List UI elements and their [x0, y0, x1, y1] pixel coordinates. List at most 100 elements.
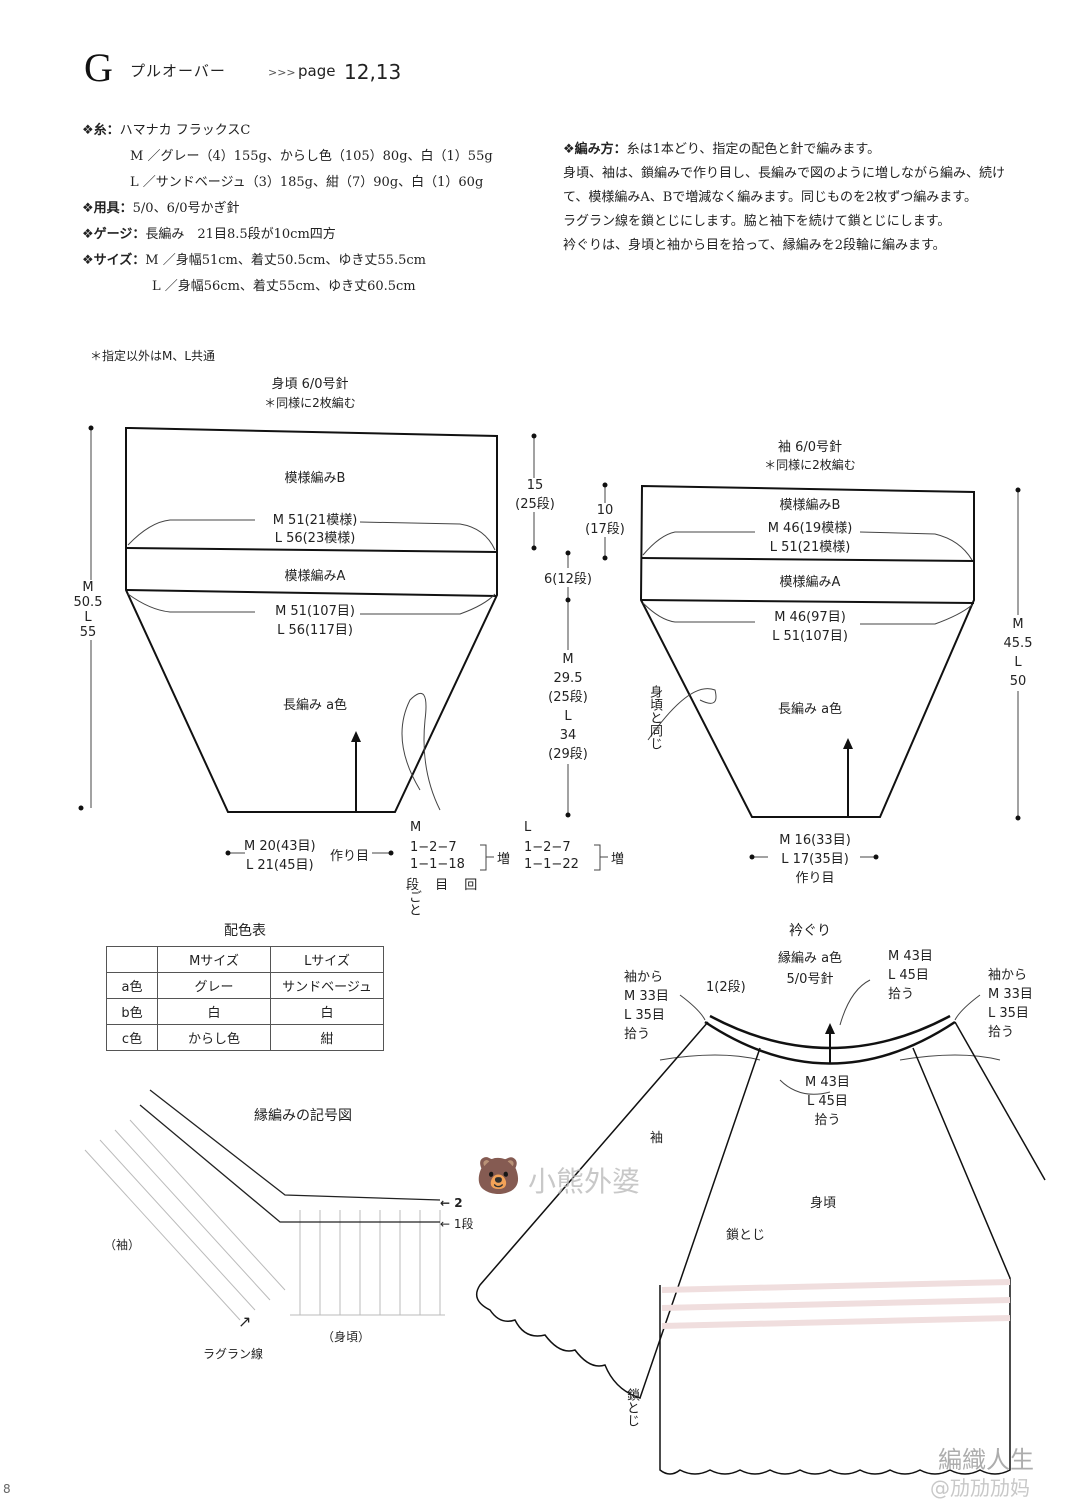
yarn-value: ハマナカ フラックスC — [119, 123, 251, 138]
gauge-value: 長編み 21目8.5段が10cm四方 — [145, 227, 336, 242]
page-ref-numbers: 12,13 — [344, 60, 402, 84]
inc-l-label: L — [524, 820, 532, 835]
top-pick: 拾う — [888, 987, 915, 1002]
main-m-label: M — [562, 652, 574, 667]
cell: からし色 — [157, 1024, 271, 1051]
header-cell: Mサイズ — [157, 946, 271, 973]
color-table: Mサイズ Lサイズ a色 グレー サンドベージュ b色 白 白 c色 からし色 … — [106, 946, 384, 1051]
section-letter: G — [84, 45, 113, 90]
sleeve-pattern-b: 模様編みB — [779, 498, 841, 513]
body-height: M 50.5 L 55 — [66, 580, 110, 640]
cell: b色 — [106, 998, 158, 1025]
yarn-label: ❖糸： — [82, 123, 120, 138]
sleeve-b-height-rows: (17段) — [585, 522, 625, 537]
page-ref-prefix: >>> — [268, 66, 296, 79]
cell: 白 — [270, 998, 384, 1025]
edging-row-1: ← 1段 — [440, 1217, 474, 1231]
brand-watermark: 編織人生 — [938, 1446, 1034, 1474]
b-height-cm: 15 — [526, 478, 544, 493]
neckline-bottom: M 43目 L 45目 拾う — [805, 1073, 850, 1130]
method-p1: 身頃、袖は、鎖編みで作り目し、長編みで図のように増しながら編み、続けて、模様編み… — [563, 166, 1006, 205]
body-b-width-m: M 51(21模様) — [272, 513, 358, 528]
bear-icon: 🐻 — [476, 1156, 521, 1197]
cell: 白 — [157, 998, 271, 1025]
neckline-rows: 1(2段) — [706, 980, 746, 995]
left-from: 袖から — [624, 970, 664, 985]
color-table-title: 配色表 — [224, 923, 266, 939]
main-m: 29.5 — [553, 671, 583, 686]
sleeve-height-l-label: L — [1014, 655, 1022, 670]
body-height-l-label: L — [84, 610, 92, 625]
seam-label: 鎖とじ — [726, 1228, 766, 1243]
bottom-m: M 43目 — [805, 1075, 850, 1090]
tools-value: 5/0、6/0号かぎ針 — [132, 201, 240, 216]
body-a-width-l: L 56(117目) — [277, 623, 353, 638]
main-l: 34 — [559, 728, 577, 743]
right-m: M 33目 — [988, 987, 1033, 1002]
neckline-right: 袖から M 33目 L 35目 拾う — [988, 966, 1033, 1042]
body-main-stitch: 長編み a色 — [282, 698, 348, 713]
sleeve-height-m-label: M — [1012, 617, 1024, 632]
body-pattern-b: 模様編みB — [284, 471, 346, 486]
inc-l-increase: 増 — [611, 852, 625, 867]
gauge-row: ❖ゲージ：長編み 21目8.5段が10cm四方 — [82, 222, 493, 248]
size-row: ❖サイズ：M ／身幅51cm、着丈50.5cm、ゆき丈55.5cm — [82, 248, 493, 274]
body-title: 身頃 6/0号針 — [271, 377, 349, 392]
raglan-label: ラグラン線 — [203, 1347, 264, 1361]
method-intro: 糸は1本どり、指定の配色と針で編みます。 — [626, 142, 881, 157]
page-ref-label: page — [298, 62, 336, 80]
gauge-label: ❖ゲージ： — [82, 227, 146, 242]
yarn-m: M ／グレー（4）155g、からし色（105）80g、白（1）55g — [130, 149, 493, 164]
right-l: L 35目 — [988, 1006, 1029, 1021]
page-number: 8 — [3, 1482, 11, 1496]
sleeve-b-height: 10 (17段) — [580, 503, 630, 537]
inc-m-row2: 1−1−18 — [410, 857, 465, 872]
a-height: 6(12段) — [535, 568, 601, 587]
sleeve-a-width-m: M 46(97目) — [774, 610, 846, 625]
body-subtitle: ＊同様に2枚編む — [264, 396, 356, 410]
body-height-l: 55 — [79, 625, 97, 640]
sleeve-b-height-cm: 10 — [596, 503, 614, 518]
body-b-width-l: L 56(23模様) — [274, 531, 356, 546]
table-row: a色 グレー サンドベージュ — [106, 972, 384, 999]
b-height-rows: (25段) — [515, 497, 555, 512]
inc-l-row1: 1−2−7 — [524, 840, 571, 855]
sleeve-cast-on-m: M 16(33目) — [779, 833, 851, 848]
bear-watermark: 小熊外婆 — [528, 1165, 641, 1198]
main-height: M 29.5 (25段) L 34 (29段) — [540, 650, 596, 764]
header-cell — [106, 946, 158, 973]
body-cast-on-m: M 20(43目) — [244, 839, 316, 854]
edging-sleeve: （袖） — [104, 1238, 141, 1252]
bottom-l: L 45目 — [806, 1094, 848, 1109]
raglan-arrow-icon: ↗ — [238, 1312, 252, 1331]
method-line1: ❖編み方：糸は1本どり、指定の配色と針で編みます。 — [563, 138, 1013, 162]
inc-l-row2: 1−1−22 — [524, 857, 579, 872]
pattern-name: プルオーバー — [130, 62, 226, 80]
top-l: L 45目 — [888, 968, 929, 983]
neckline-stitch: 縁編み a色 — [777, 951, 843, 966]
cell: a色 — [106, 972, 158, 999]
cell: グレー — [157, 972, 271, 999]
sleeve-subtitle: ＊同様に2枚編む — [764, 458, 856, 472]
sleeve-height-m: 45.5 — [1003, 636, 1033, 651]
sleeve-cast-on-label: 作り目 — [795, 871, 835, 886]
inc-m-label: M — [410, 820, 422, 835]
edging-row-2: ← 2 — [440, 1196, 463, 1210]
seam-label-side: 鎖とじ — [624, 1388, 639, 1427]
body-cast-on-label: 作り目 — [330, 849, 370, 864]
bottom-pick: 拾う — [814, 1113, 841, 1128]
left-m: M 33目 — [624, 989, 669, 1004]
method-label: ❖編み方： — [563, 142, 627, 157]
edging-chart-title: 縁編みの記号図 — [254, 1108, 352, 1124]
table-row: b色 白 白 — [106, 998, 384, 1025]
main-m-rows: (25段) — [548, 690, 588, 705]
sleeve-same-as-body: 身頃と同じ — [647, 685, 662, 750]
tools-label: ❖用具： — [82, 201, 133, 216]
method-p2: ラグラン線を鎖とじにします。脇と袖下を続けて鎖とじにします。 — [563, 214, 951, 229]
header-cell: Lサイズ — [270, 946, 384, 973]
sleeve-height: M 45.5 L 50 — [996, 615, 1040, 691]
body-a-width-m: M 51(107目) — [275, 604, 355, 619]
edging-body: （身頃） — [322, 1330, 371, 1344]
body-height-m: 50.5 — [73, 595, 103, 610]
